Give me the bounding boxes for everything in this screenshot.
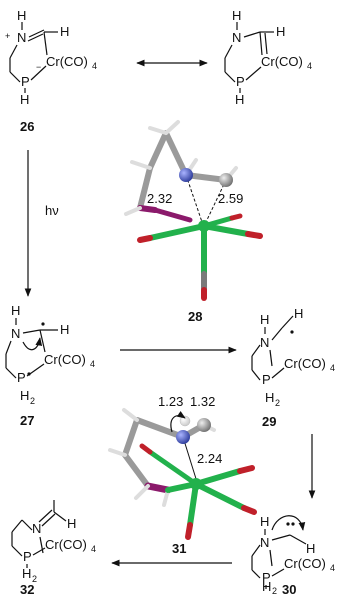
compound-26: H + N H P − Cr(CO) 4 H 26: [5, 8, 97, 134]
h-label: H: [60, 322, 69, 337]
cr-subscript: 4: [330, 563, 335, 573]
distance-label: 1.32: [190, 394, 215, 409]
compound-number: 26: [20, 119, 34, 134]
model-28: 2.32 2.59 28: [124, 120, 263, 324]
n-label: N: [260, 535, 269, 550]
h-subscript: 2: [275, 398, 280, 408]
model-31: 1.23 1.32 2.24 31: [108, 394, 257, 556]
h-label: H: [306, 541, 315, 556]
compound-26-resonance: H N H P Cr(CO) 4 H: [224, 8, 312, 107]
h-label: H: [260, 514, 269, 529]
n-label: N: [11, 326, 20, 341]
cr-label: Cr(CO): [261, 54, 303, 69]
compound-29: H N H P Cr(CO) 4 H 2 29: [251, 306, 335, 429]
h-label: H: [260, 312, 269, 327]
h-label: H: [17, 8, 26, 23]
p-label: P: [262, 570, 271, 585]
h-subscript: 2: [272, 586, 277, 596]
h-label: H: [262, 579, 271, 594]
h-label: H: [60, 24, 69, 39]
distance-label: 2.32: [147, 191, 172, 206]
distance-label: 1.23: [158, 394, 183, 409]
cr-label: Cr(CO): [45, 537, 87, 552]
n-label: N: [17, 30, 26, 45]
n-label: N: [260, 335, 269, 350]
compound-number: 30: [282, 582, 296, 596]
p-label: P: [236, 74, 245, 89]
cr-subscript: 4: [90, 359, 95, 369]
h-label: H: [232, 8, 241, 23]
h-label: H: [67, 516, 76, 531]
h-subscript: 2: [32, 574, 37, 584]
minus-charge: −: [36, 62, 41, 72]
cr-label: Cr(CO): [44, 352, 86, 367]
compound-number: 28: [188, 309, 202, 324]
p-label: P: [23, 549, 32, 564]
compound-number: 32: [20, 582, 34, 596]
cr-subscript: 4: [92, 61, 97, 71]
h-label: H: [265, 390, 274, 405]
h-label: H: [294, 306, 303, 321]
compound-32: N H P Cr(CO) 4 H 2 32: [11, 500, 96, 596]
compound-27: H N H P Cr(CO) 4 H 2 27: [5, 303, 95, 428]
h-label: H: [11, 303, 20, 318]
p-label: P: [262, 372, 271, 387]
cr-subscript: 4: [307, 61, 312, 71]
cr-label: Cr(CO): [284, 556, 326, 571]
cr-label: Cr(CO): [46, 54, 88, 69]
h-label: H: [22, 566, 31, 581]
h-label: H: [20, 388, 29, 403]
n-label: N: [232, 30, 241, 45]
p-label: P: [17, 370, 26, 385]
cr-subscript: 4: [330, 363, 335, 373]
cr-label: Cr(CO): [284, 356, 326, 371]
cr-subscript: 4: [91, 544, 96, 554]
n-label: N: [32, 521, 41, 536]
h-label: H: [20, 92, 29, 107]
plus-charge: +: [5, 31, 10, 41]
compound-30: H N H P Cr(CO) 4 H 2 30: [251, 514, 335, 596]
compound-number: 27: [20, 413, 34, 428]
h-label: H: [276, 24, 285, 39]
h-subscript: 2: [30, 396, 35, 406]
distance-label: 2.24: [197, 451, 222, 466]
hv-label: hν: [45, 203, 59, 218]
compound-number: 29: [262, 414, 276, 429]
distance-label: 2.59: [218, 191, 243, 206]
h-label: H: [235, 92, 244, 107]
compound-number: 31: [172, 541, 186, 556]
p-label: P: [21, 74, 30, 89]
